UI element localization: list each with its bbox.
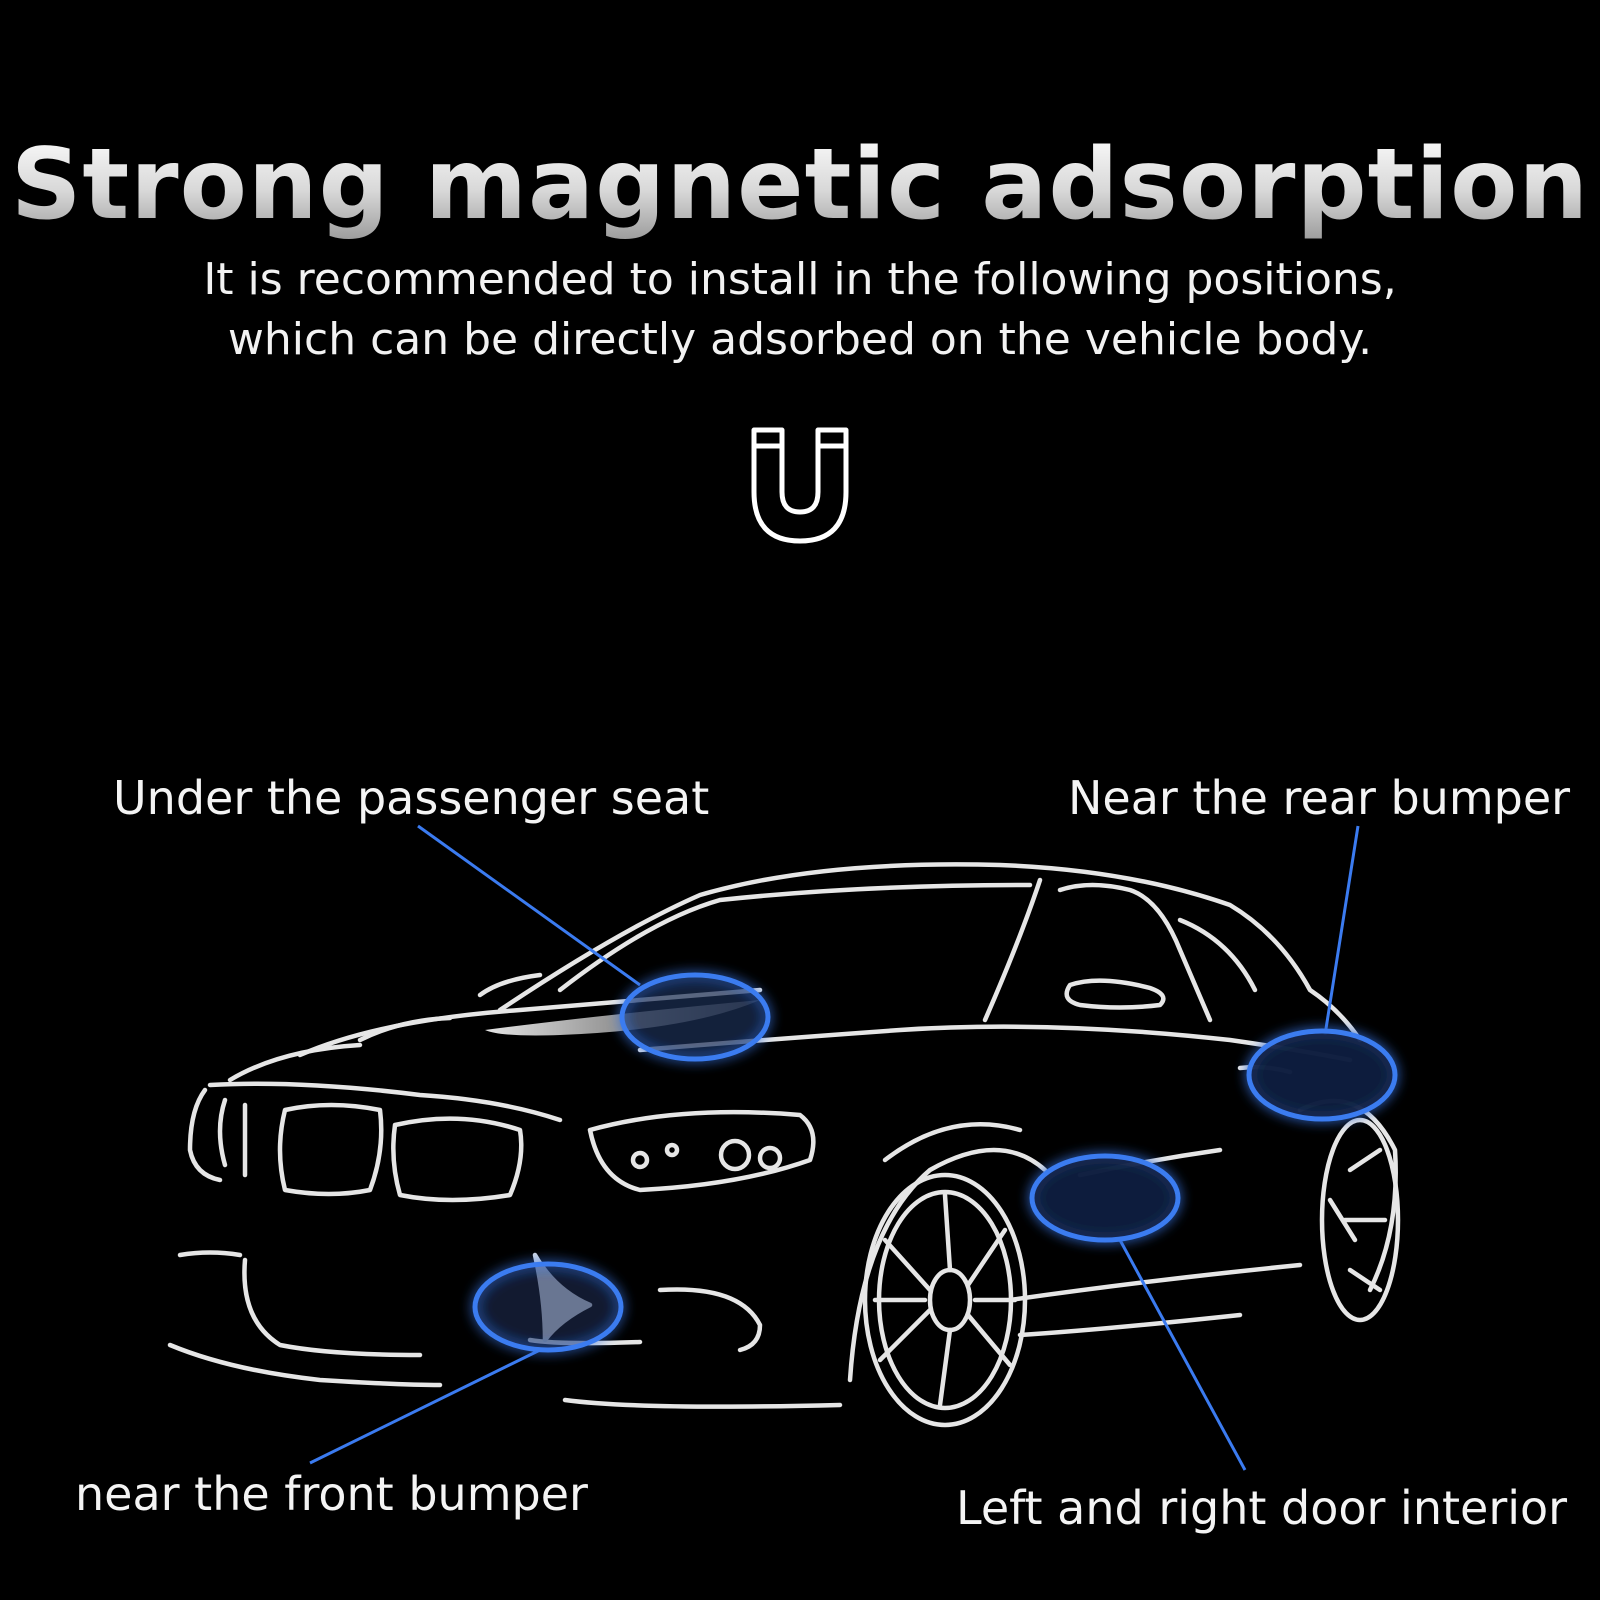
page-subtitle: It is recommended to install in the foll… [0, 250, 1600, 370]
marker-front-bumper [472, 1261, 624, 1353]
page-title: Strong magnetic adsorption [0, 128, 1600, 242]
label-door-interior: Left and right door interior [956, 1481, 1568, 1535]
magnet-icon [751, 427, 849, 544]
label-rear-bumper: Near the rear bumper [1068, 771, 1571, 825]
label-front-bumper: near the front bumper [75, 1467, 588, 1521]
subtitle-line-1: It is recommended to install in the foll… [203, 254, 1397, 305]
marker-rear-bumper [1246, 1028, 1398, 1122]
marker-door-interior [1029, 1153, 1181, 1243]
marker-passenger-seat [619, 972, 771, 1062]
leader-lines [309, 824, 1360, 1471]
car-outline [167, 862, 1401, 1428]
subtitle-line-2: which can be directly adsorbed on the ve… [227, 314, 1373, 365]
label-passenger-seat: Under the passenger seat [113, 771, 710, 825]
